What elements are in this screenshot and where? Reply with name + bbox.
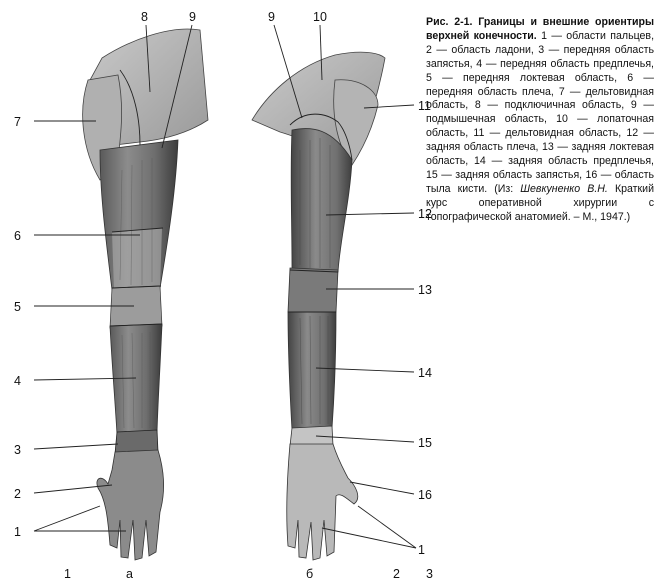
elbow-region-left [109,285,163,329]
label-8: 8 [141,10,148,24]
label-4: 4 [14,374,21,388]
label-3: 3 [14,443,21,457]
label-15: 15 [418,436,432,450]
forearm-left [109,323,163,435]
label-7: 7 [14,115,21,129]
caption-text: 1 — области пальцев, 2 — область ладони,… [426,29,655,195]
arm-anterior [82,28,209,561]
label-11: 11 [418,99,431,113]
leader-lines [33,24,417,549]
wrist-region-right [289,425,334,447]
region-labels: 1 2 3 4 5 6 7 8 9 9 10 11 12 13 14 15 16… [14,10,432,557]
bottom-mark-3: 3 [426,567,433,581]
label-5: 5 [14,300,21,314]
label-16: 16 [418,488,432,502]
label-13: 13 [418,283,432,297]
bottom-mark-1: 1 [64,567,71,581]
label-12: 12 [418,207,432,221]
label-1-right: 1 [418,543,425,557]
hand-right [286,443,359,561]
panel-label-a: а [126,567,133,581]
caption-author: Шевкуненко В.Н. [520,182,608,195]
upper-arm-right [290,128,353,273]
label-1-left: 1 [14,525,21,539]
label-2: 2 [14,487,21,501]
label-10: 10 [313,10,327,24]
label-14: 14 [418,366,432,380]
label-9-right: 9 [268,10,275,24]
forearm-right [287,311,337,431]
bottom-mark-2: 2 [393,567,400,581]
hand-left [96,449,164,561]
elbow-region-right [287,267,339,313]
label-6: 6 [14,229,21,243]
caption-title: Рис. 2-1. Границы и внешние ориентиры ве… [426,16,654,42]
deltoid-region-right [333,79,379,166]
label-9-left: 9 [189,10,196,24]
figure-caption: Рис. 2-1. Границы и внешние ориентиры ве… [426,16,654,225]
panel-labels: 1 а б 2 3 [64,567,433,581]
caption-reference: Краткий курс оперативной хирургии с топо… [426,182,654,223]
arm-posterior [251,51,386,561]
panel-label-b: б [306,567,313,581]
